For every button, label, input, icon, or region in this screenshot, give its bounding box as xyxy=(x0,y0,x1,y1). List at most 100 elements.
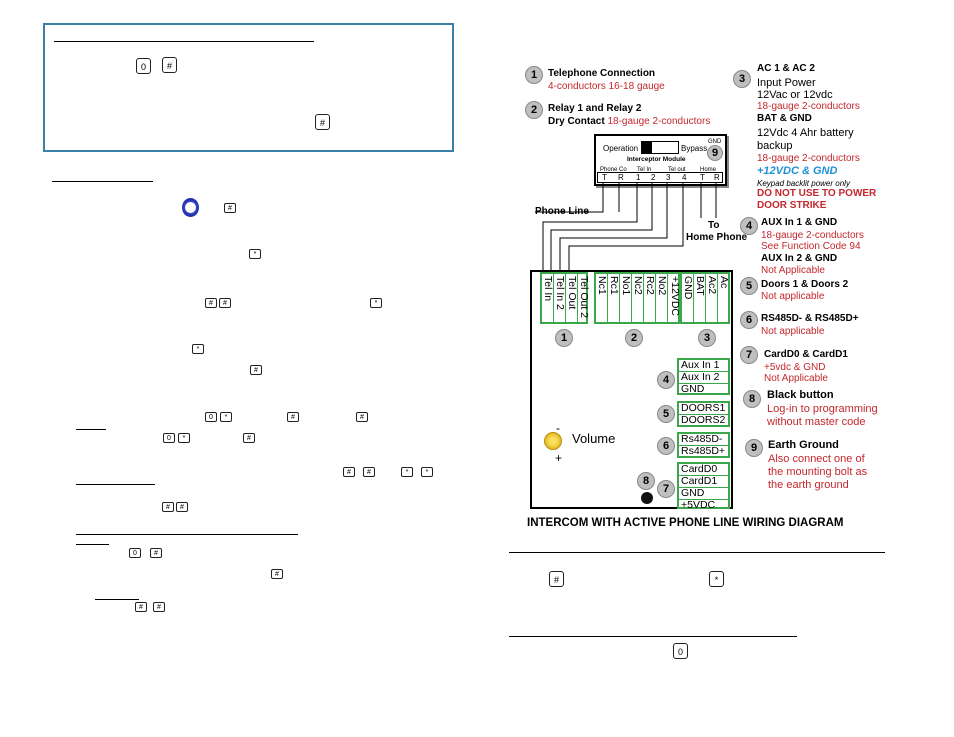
volume-knob[interactable] xyxy=(544,432,562,450)
key-hash: # xyxy=(363,467,375,477)
key-hash: # xyxy=(287,412,299,422)
key-hash: # xyxy=(315,114,330,130)
callout-detail: 12Vac or 12vdc xyxy=(757,89,833,101)
callout-detail: +5vdc & GND xyxy=(764,362,826,373)
key-hash: # xyxy=(549,571,564,587)
underline xyxy=(95,599,139,600)
key-0: 0 xyxy=(136,58,151,74)
callout-warning: DOOR STRIKE xyxy=(757,200,827,211)
callout-detail: Not Applicable xyxy=(761,265,825,276)
terminal-cell xyxy=(596,274,608,322)
callout-detail: Keypad backlit power only xyxy=(757,179,850,188)
callout-title: AC 1 & AC 2 xyxy=(757,63,815,74)
section-heading-underline xyxy=(52,181,153,182)
callout-number: 8 xyxy=(743,390,761,408)
note-box xyxy=(43,23,454,152)
terminal-label: Nc2 xyxy=(632,276,644,295)
terminal-label: Tel Out 2 xyxy=(578,276,590,319)
terminal-label: Rc2 xyxy=(644,276,656,295)
key-hash: # xyxy=(356,412,368,422)
key-hash: # xyxy=(153,602,165,612)
key-star: * xyxy=(249,249,261,259)
module-terminal: 4 xyxy=(682,173,687,182)
callout-number: 2 xyxy=(625,329,643,347)
key-hash: # xyxy=(224,203,236,213)
terminal-label: No1 xyxy=(620,276,632,296)
terminal-label: GND xyxy=(682,276,694,300)
callout-detail: Not applicable xyxy=(761,291,825,302)
intercom-board xyxy=(530,270,733,509)
callout-number: 6 xyxy=(740,311,758,329)
diagram-title: INTERCOM WITH ACTIVE PHONE LINE WIRING D… xyxy=(527,517,844,529)
terminal-block-power: GND BAT Ac2 Ac xyxy=(680,272,730,324)
home-phone-label: Home Phone xyxy=(686,232,748,243)
phone-line-label: Phone Line xyxy=(535,206,589,217)
callout-detail: Log-in to programming xyxy=(767,403,878,415)
callout-detail: Input Power xyxy=(757,77,816,89)
callout-title: Earth Ground xyxy=(768,439,839,451)
terminal-label: Rs485D- xyxy=(679,434,728,446)
terminal-block-card: CardD0 CardD1 GND +5VDC xyxy=(677,462,730,511)
callout-number: 2 xyxy=(525,101,543,119)
callout-number: 5 xyxy=(657,405,675,423)
wire-phone-line xyxy=(535,183,604,213)
key-0: 0 xyxy=(205,412,217,422)
terminal-label: Rc1 xyxy=(608,276,620,295)
wire xyxy=(559,183,668,272)
terminal-cell xyxy=(644,274,656,322)
key-star: * xyxy=(370,298,382,308)
terminal-label: Rs485D+ xyxy=(681,445,726,457)
key-hash: # xyxy=(135,602,147,612)
terminal-label: Aux In 2 xyxy=(679,372,728,384)
key-0: 0 xyxy=(673,643,688,659)
callout-title: AUX In 1 & GND xyxy=(761,217,838,228)
callout-detail: 4-conductors 16-18 gauge xyxy=(548,81,665,92)
terminal-block-relay: Nc1 Rc1 No1 Nc2 Rc2 No2 +12VDC xyxy=(594,272,681,324)
callout-number: 9 xyxy=(745,439,763,457)
switch-knob xyxy=(642,142,652,153)
underline xyxy=(76,484,155,485)
terminal-label: Ac2 xyxy=(706,276,718,295)
terminal-block-tel: Tel In Tel In 2 Tel Out Tel Out 2 xyxy=(540,272,590,324)
wire xyxy=(568,183,684,272)
terminal-block-aux: Aux In 1 Aux In 2 GND xyxy=(677,358,730,395)
note-heading-underline xyxy=(54,41,314,42)
volume-plus: + xyxy=(555,451,563,465)
callout-detail: +12VDC & GND xyxy=(757,165,838,177)
terminal-cell xyxy=(620,274,632,322)
callout-number: 9 xyxy=(707,145,723,161)
callout-title: Doors 1 & Doors 2 xyxy=(761,279,849,290)
callout-title: BAT & GND xyxy=(757,113,812,124)
terminal-label: Tel In 2 xyxy=(554,276,566,310)
terminal-cell xyxy=(656,274,668,322)
callout-title: AUX In 2 & GND xyxy=(761,253,838,264)
callout-detail: without master code xyxy=(767,416,866,428)
terminal-block-doors: DOORS1 DOORS2 xyxy=(677,401,730,427)
callout-warning: DO NOT USE TO POWER xyxy=(757,188,877,199)
terminal-label: GND xyxy=(681,383,705,395)
module-name: Interceptor Module xyxy=(627,156,686,163)
callout-number: 7 xyxy=(740,346,758,364)
key-hash: # xyxy=(219,298,231,308)
key-0: 0 xyxy=(163,433,175,443)
terminal-label: Tel In xyxy=(542,276,554,302)
key-hash: # xyxy=(243,433,255,443)
callout-title: CardD0 & CardD1 xyxy=(764,349,848,360)
terminal-label: DOORS1 xyxy=(679,403,728,415)
terminal-cell xyxy=(694,274,706,322)
module-operation-label: Operation xyxy=(603,144,639,153)
callout-detail: Not Applicable xyxy=(764,373,828,384)
divider xyxy=(509,552,885,553)
terminal-label: BAT xyxy=(694,276,706,296)
callout-detail: the earth ground xyxy=(768,479,849,491)
callout-number: 8 xyxy=(637,472,655,490)
terminal-label: +12VDC xyxy=(669,276,681,316)
callout-title: RS485D- & RS485D+ xyxy=(761,313,859,324)
home-phone-label: To xyxy=(708,220,720,231)
terminal-label: DOORS2 xyxy=(681,414,726,426)
key-hash: # xyxy=(176,502,188,512)
black-button[interactable] xyxy=(641,492,653,504)
key-star: * xyxy=(220,412,232,422)
underline xyxy=(509,636,797,637)
terminal-cell xyxy=(632,274,644,322)
